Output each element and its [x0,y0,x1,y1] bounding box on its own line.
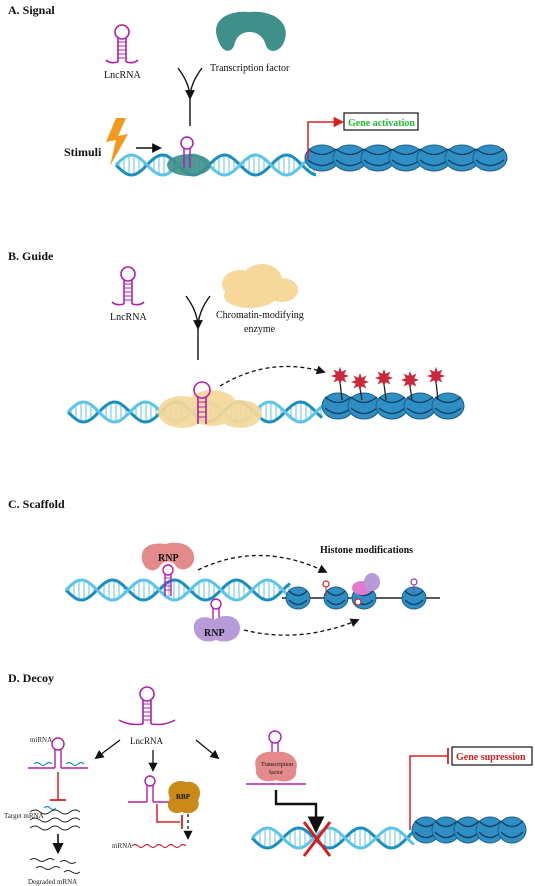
panel-a-heading: A. Signal [8,3,55,17]
chromatin-enzyme-shape [222,264,298,308]
tf-label-a: Transcription factor [210,63,290,74]
gene-activation-label: Gene activation [348,118,415,129]
mrna-label: mRNA [112,842,132,850]
nucleosome-array-d [411,816,527,844]
stimuli-label: Stimuli [64,145,102,159]
bound-enzyme-b [158,390,262,428]
panel-decoy: D. Decoy LncRNA miRNA [4,671,533,886]
lncrna-label-a: LncRNA [104,70,141,81]
lncrna-label-d: LncRNA [130,736,163,746]
panel-guide: B. Guide LncRNA Chromatin-modifying enzy… [8,249,465,428]
lightning-icon [106,118,128,166]
mirna-sponge: miRNA Target mRNA [4,736,88,886]
lncrna-hairpin-b [111,266,145,306]
guide-dashed-arrow [219,365,326,387]
transcription-factor-shape-a [216,11,286,51]
converge-arrow-b [185,295,211,360]
rnp-top-label: RNP [158,553,179,564]
gene-activation-box [343,112,419,131]
tf-decoy: Transcription factor [246,730,325,834]
dna-helix-d [250,826,415,850]
enzyme-label-line1: Chromatin-modifying [216,310,304,321]
gene-suppression-box [451,746,533,766]
degraded-mrna-label: Degraded mRNA [28,878,77,886]
lncrna-label-b: LncRNA [110,312,147,323]
dna-helix-a [114,153,317,177]
dna-helix-c [64,578,291,602]
tf-label-d-line2: factor [269,769,283,776]
blocked-binding-arrow [274,790,325,834]
rnp-bottom-label: RNP [204,628,225,639]
nucleosome-array-b [321,392,465,420]
panel-d-heading: D. Decoy [8,671,54,685]
branch-arrow-right [195,739,220,760]
gene-suppression-label: Gene supression [456,752,526,763]
histone-modifications-label: Histone modifications [320,545,413,556]
panel-signal: A. Signal LncRNA Transcription factor St… [8,3,508,177]
suppression-arrow [409,755,448,830]
nucleosome-array-c [282,586,440,610]
panel-scaffold: C. Scaffold RNP RNP [8,497,440,642]
rbp-label: RBP [176,793,191,801]
target-mrna-label: Target mRNA [4,812,44,820]
enzyme-label-line2: enzyme [244,324,276,335]
tf-label-d-line1: Transcription [261,762,293,768]
histone-marks-b [331,367,445,401]
red-x-icon [302,821,332,857]
histone-marks-c [322,573,418,606]
panel-b-heading: B. Guide [8,249,54,263]
rnp-bottom: RNP [193,598,240,642]
bound-lncrna-b [193,381,211,424]
rbp-decoy: RBP mRNA [112,775,201,850]
branch-arrow-left [94,739,121,760]
scaffold-dashed-arrow-bottom [243,618,360,636]
bound-tf-a [167,154,211,176]
lncrna-hairpin-d [118,686,176,726]
nucleosome-array-a [304,144,508,172]
scaffold-dashed-arrow-top [197,554,328,573]
converge-arrow-a [177,67,203,126]
activation-arrow [307,116,345,160]
lncrna-hairpin-a [105,24,139,64]
bound-lncrna-a [180,136,194,168]
panel-c-heading: C. Scaffold [8,497,65,511]
mirna-label: miRNA [30,736,52,744]
rnp-top: RNP [141,542,195,596]
